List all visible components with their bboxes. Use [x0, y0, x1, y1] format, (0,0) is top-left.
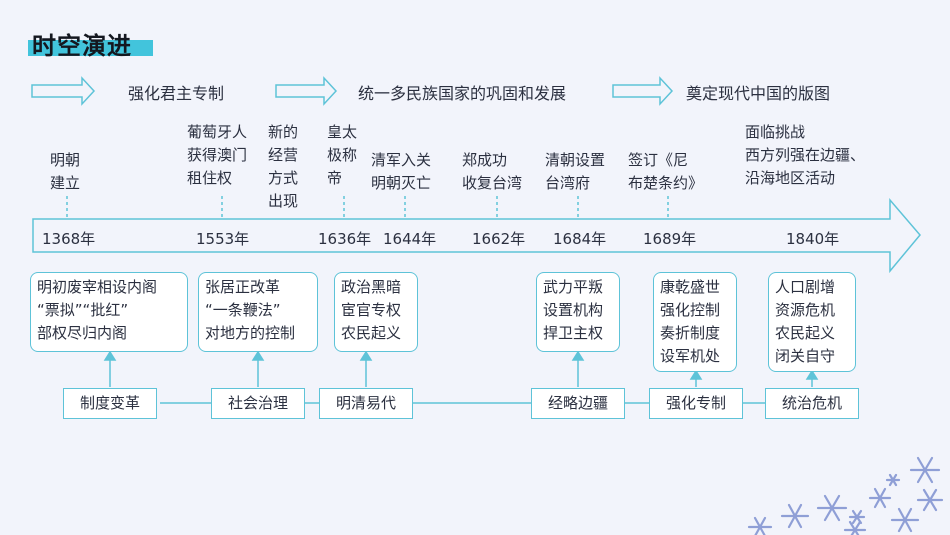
content-box-transition: 政治黑暗宦官专权农民起义	[334, 272, 418, 352]
stage-arrow-2	[275, 76, 338, 106]
event-7: 清朝设置台湾府	[545, 151, 606, 192]
event-9: 面临挑战西方列强在边疆、沿海地区活动	[745, 123, 866, 187]
title-highlight-bar	[28, 40, 153, 56]
timeline-arrow	[32, 197, 921, 274]
year-1840: 1840年	[786, 230, 840, 248]
content-box-autocracy: 康乾盛世强化控制奏折制度设军机处	[653, 272, 737, 372]
year-1636: 1636年	[318, 230, 372, 248]
year-1368: 1368年	[42, 230, 96, 248]
stage-arrow-1	[31, 76, 96, 106]
category-governance: 社会治理	[211, 388, 305, 419]
event-3: 新的经营方式出现	[268, 123, 299, 210]
section-title: 时空演进	[28, 26, 153, 60]
category-crisis: 统治危机	[765, 388, 859, 419]
stage-label-1: 强化君主专制	[128, 84, 225, 103]
category-institution: 制度变革	[63, 388, 157, 419]
section-title-text: 时空演进	[32, 32, 132, 60]
event-2: 葡萄牙人获得澳门租住权	[187, 123, 248, 187]
category-autocracy: 强化专制	[649, 388, 743, 419]
stage-arrow-3	[612, 76, 674, 106]
event-5: 清军入关明朝灭亡	[371, 151, 432, 192]
year-1689: 1689年	[643, 230, 697, 248]
year-1662: 1662年	[472, 230, 526, 248]
snowflake-decoration	[747, 456, 944, 535]
content-box-crisis: 人口剧增资源危机农民起义闭关自守	[768, 272, 856, 372]
stage-label-2: 统一多民族国家的巩固和发展	[358, 84, 567, 103]
year-1684: 1684年	[553, 230, 607, 248]
year-1644: 1644年	[383, 230, 437, 248]
content-box-institution: 明初废宰相设内阁“票拟”“批红”部权尽归内阁	[30, 272, 188, 352]
year-1553: 1553年	[196, 230, 250, 248]
content-box-frontier: 武力平叛设置机构捍卫主权	[536, 272, 620, 352]
category-frontier: 经略边疆	[531, 388, 625, 419]
event-1: 明朝建立	[50, 151, 81, 192]
category-transition: 明清易代	[319, 388, 413, 419]
event-6: 郑成功收复台湾	[462, 151, 523, 192]
event-8: 签订《尼布楚条约》	[628, 151, 704, 192]
event-4: 皇太极称帝	[327, 123, 358, 187]
content-box-governance: 张居正改革“一条鞭法”对地方的控制	[198, 272, 318, 352]
stage-label-3: 奠定现代中国的版图	[686, 84, 831, 103]
